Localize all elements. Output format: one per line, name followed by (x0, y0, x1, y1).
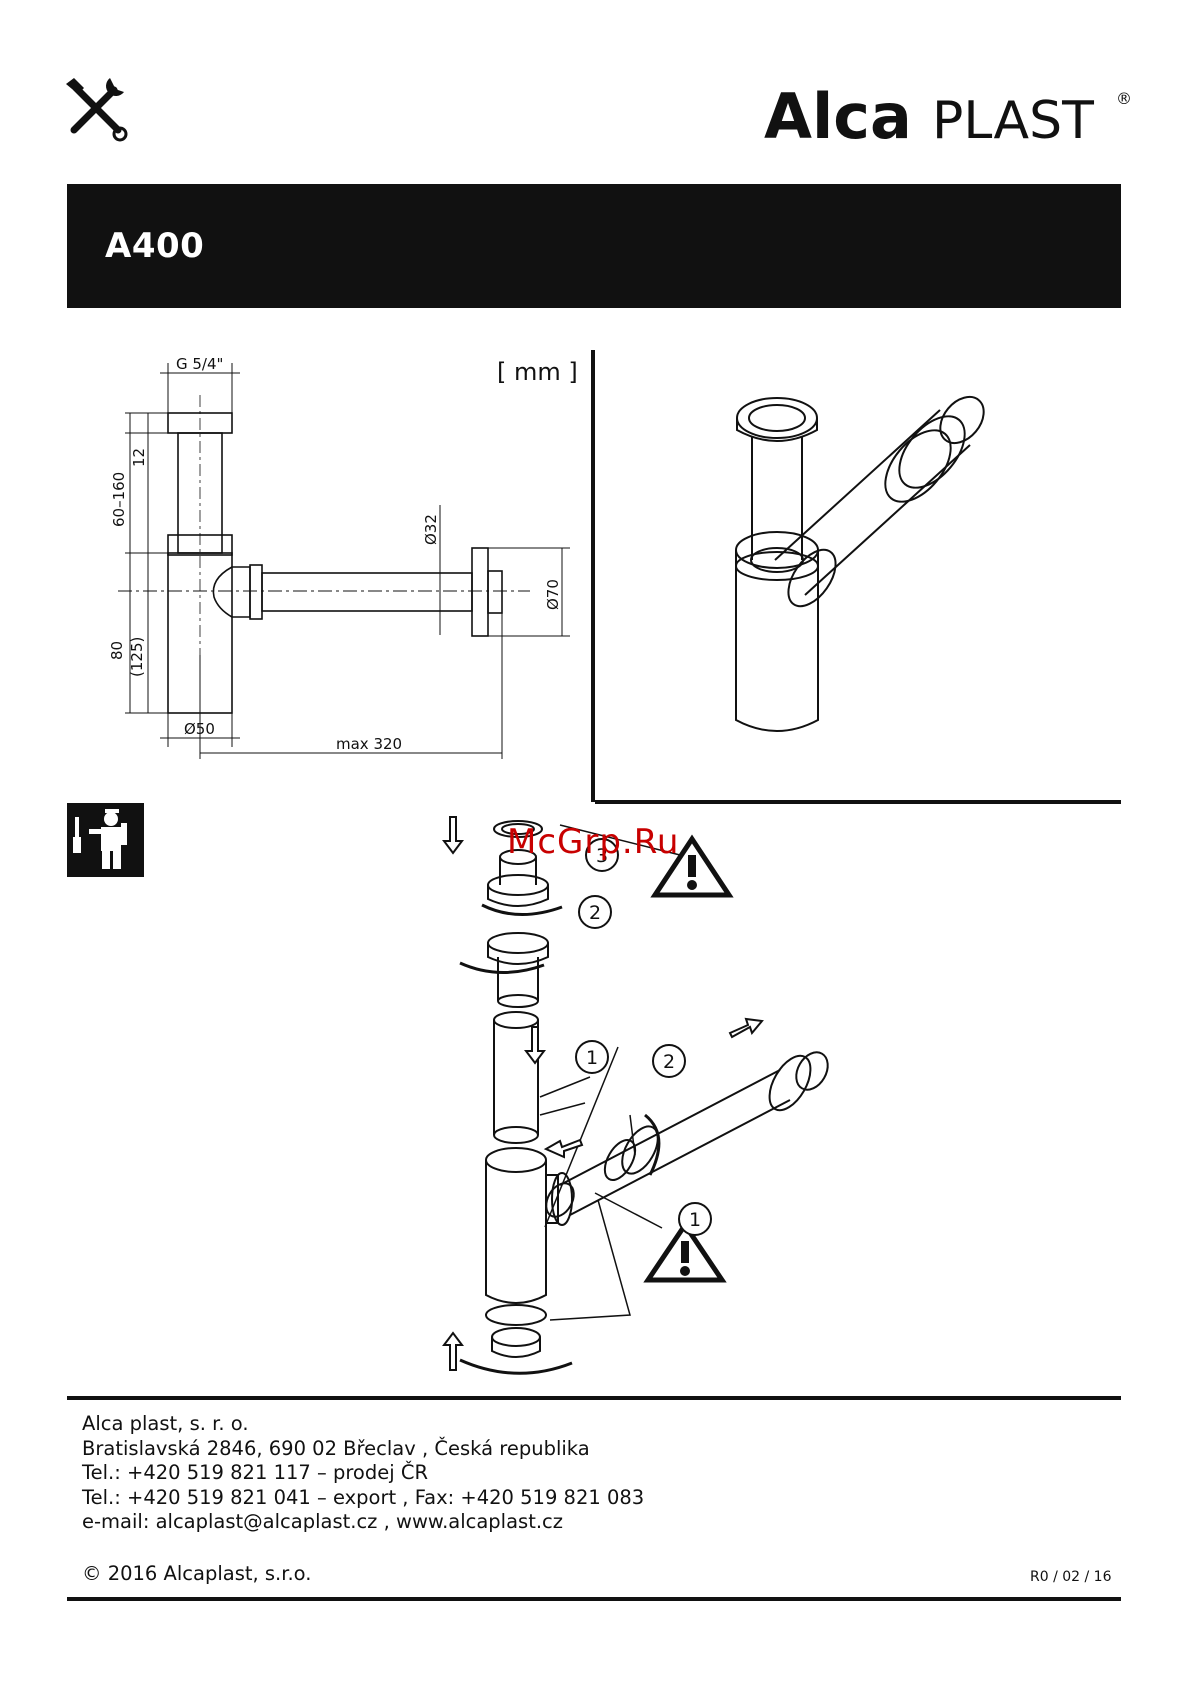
title-bar: A400 (67, 184, 1121, 308)
warning-icon (643, 1220, 727, 1283)
installation-icon (67, 803, 144, 877)
logo-registered: ® (1116, 89, 1132, 108)
company-address: Bratislavská 2846, 690 02 Břeclav , Česk… (82, 1436, 590, 1460)
warning-icon (650, 834, 734, 898)
dim-d70: Ø70 (544, 579, 562, 610)
company-contact: Alca plast, s. r. o. Bratislavská 2846, … (82, 1412, 644, 1535)
company-name: Alca plast, s. r. o. (82, 1412, 249, 1435)
units-label: [ mm ] (497, 358, 578, 386)
callout-2: 2 (663, 1051, 675, 1073)
callout-1: 1 (689, 1209, 701, 1231)
dim-d50: Ø50 (184, 720, 215, 738)
section-divider (595, 800, 1121, 804)
assembly-illustration: 3 2 1 2 1 (442, 816, 829, 1375)
dim-max320: max 320 (336, 735, 402, 753)
callout-3: 3 (596, 845, 608, 867)
footer-divider-bottom (67, 1597, 1121, 1601)
revision-code: R0 / 02 / 16 (1030, 1569, 1112, 1585)
product-title: A400 (105, 226, 205, 266)
phone-sales: Tel.: +420 519 821 117 – prodej ČR (82, 1461, 428, 1484)
thread-label: G 5/4" (176, 355, 223, 373)
dim-60-160: 60–160 (110, 472, 128, 527)
callout-2: 2 (589, 902, 601, 924)
phone-export-fax: Tel.: +420 519 821 041 – export , Fax: +… (82, 1485, 645, 1509)
email-web: e-mail: alcaplast@alcaplast.cz , www.alc… (82, 1510, 564, 1533)
dim-125: (125) (128, 637, 146, 677)
copyright: © 2016 Alcaplast, s.r.o. (82, 1562, 312, 1585)
perspective-drawing (735, 395, 985, 732)
logo-plast: PLAST (932, 91, 1094, 146)
dim-d32: Ø32 (422, 514, 440, 545)
logo-alca: Alca (764, 82, 912, 146)
footer-divider-top (67, 1396, 1121, 1400)
watermark: McGrp.Ru (507, 822, 680, 862)
alcaplast-logo: Alca PLAST ® (764, 80, 1136, 153)
dim-12: 12 (130, 448, 148, 467)
tools-icon (66, 78, 128, 142)
vertical-divider (591, 350, 595, 802)
dim-80: 80 (108, 641, 126, 660)
callout-1: 1 (586, 1047, 598, 1069)
technical-drawing: [ mm ] G 5/4" 12 60–160 80 (125) Ø32 Ø70… (108, 355, 578, 759)
